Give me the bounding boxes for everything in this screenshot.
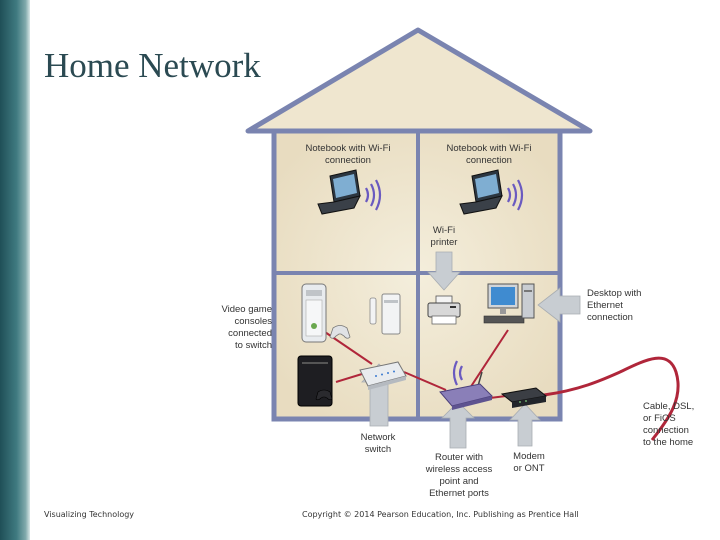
router-icon — [439, 371, 493, 410]
label-arrows — [361, 251, 581, 449]
printer-icon — [427, 295, 461, 325]
label-line: Modem — [513, 451, 545, 462]
label-line: or FiOS — [643, 413, 676, 424]
wifi-icon — [452, 360, 463, 386]
label-desktop: Desktop with Ethernet connection — [587, 288, 641, 323]
label-line: Network — [361, 432, 396, 443]
network-switch-icon — [359, 361, 407, 390]
label-line: switch — [365, 444, 391, 455]
label-line: printer — [431, 237, 458, 248]
label-line: consoles — [235, 316, 273, 327]
wifi-icon — [365, 179, 382, 211]
label-router: Router with wireless access point and Et… — [425, 452, 493, 499]
label-line: Notebook with Wi-Fi — [306, 143, 391, 154]
arrow-desktop — [537, 287, 581, 323]
cable-modem-outside — [543, 356, 680, 441]
label-line: or ONT — [513, 463, 544, 474]
side-bar — [0, 0, 30, 540]
slide-title: Home Network — [44, 46, 261, 85]
ps3-console-icon — [297, 355, 333, 407]
notebook-right — [459, 169, 503, 215]
label-line: connection — [466, 155, 512, 166]
label-line: connection — [325, 155, 371, 166]
label-line: connected — [228, 328, 272, 339]
desktop-icon — [483, 283, 535, 324]
arrow-modem — [509, 403, 541, 447]
label-notebook-right: Notebook with Wi-Fi connection — [447, 143, 532, 166]
label-line: to the home — [643, 437, 693, 448]
label-line: Router with — [435, 452, 483, 463]
cable-router-desktop — [469, 329, 509, 389]
cable-router-modem — [489, 395, 507, 399]
modem-icon — [500, 387, 548, 408]
label-printer: Wi-Fi printer — [431, 225, 458, 248]
label-line: Wi-Fi — [433, 225, 455, 236]
label-line: connection — [643, 425, 689, 436]
label-line: Ethernet ports — [429, 488, 489, 499]
label-line: Video game — [221, 304, 272, 315]
xbox-console-icon — [301, 283, 327, 343]
label-notebook-left: Notebook with Wi-Fi connection — [306, 143, 391, 166]
arrow-printer — [427, 251, 461, 291]
label-line: Notebook with Wi-Fi — [447, 143, 532, 154]
label-modem: Modem or ONT — [513, 451, 545, 474]
label-cable: Cable, DSL, or FiOS connection to the ho… — [643, 401, 694, 448]
house-roof — [245, 27, 593, 134]
label-line: connection — [587, 312, 633, 323]
cable-ps3-switch — [335, 373, 363, 383]
label-consoles: Video game consoles connected to switch — [221, 304, 272, 351]
arrow-router — [441, 401, 475, 449]
wii-console-icon — [369, 293, 401, 335]
label-line: Cable, DSL, — [643, 401, 694, 412]
label-line: to switch — [235, 340, 272, 351]
label-line: point and — [439, 476, 478, 487]
label-line: Ethernet — [587, 300, 623, 311]
label-line: wireless access — [425, 464, 493, 475]
wifi-icon — [507, 179, 524, 211]
footer-left: Visualizing Technology — [44, 510, 135, 519]
label-line: Desktop with — [587, 288, 641, 299]
game-controller-icon — [329, 325, 351, 339]
cable-switch-router — [403, 371, 447, 391]
notebook-left — [317, 169, 361, 215]
label-switch: Network switch — [361, 432, 396, 455]
footer-copyright: Copyright © 2014 Pearson Education, Inc.… — [302, 510, 579, 519]
